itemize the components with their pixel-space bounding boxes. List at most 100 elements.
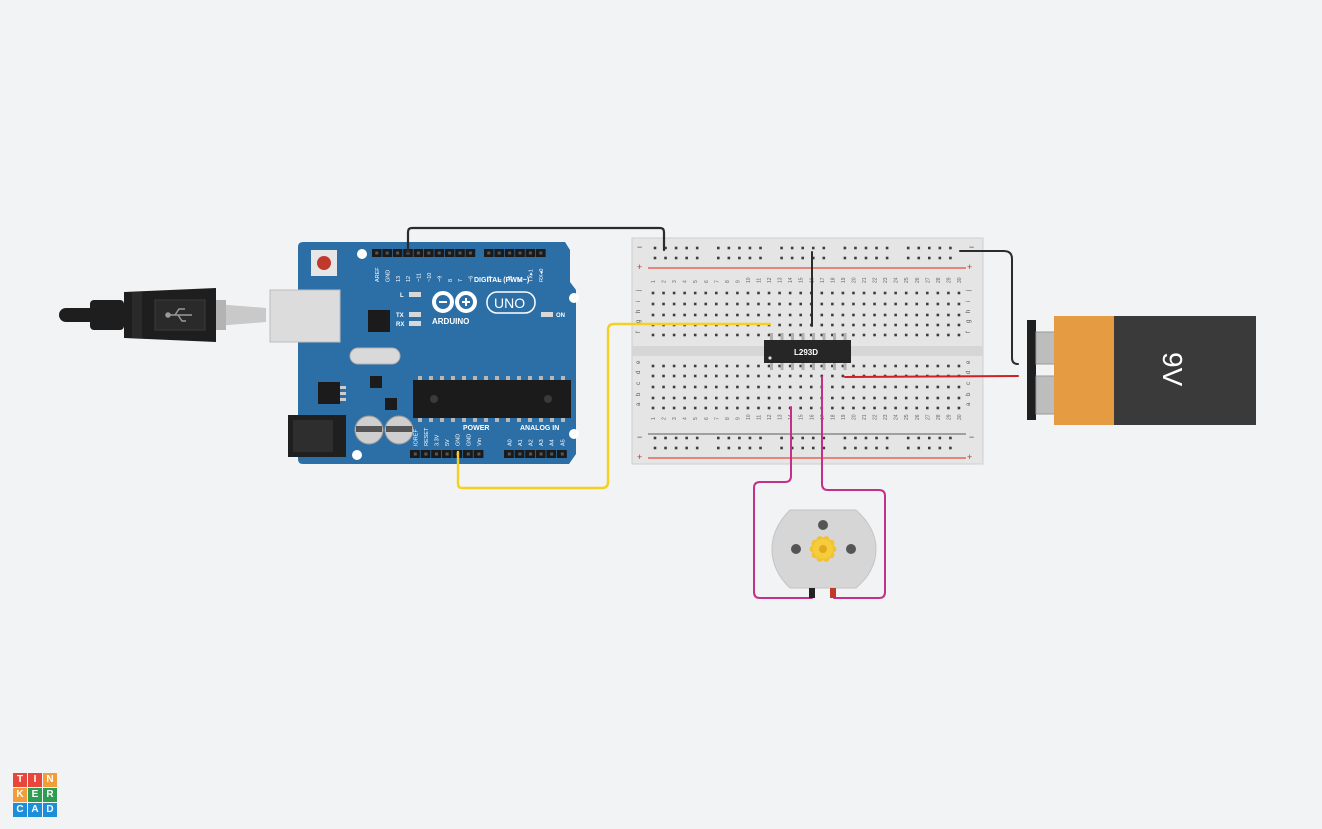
breadboard-hole[interactable] — [936, 364, 940, 368]
breadboard-hole[interactable] — [715, 302, 718, 306]
breadboard-hole[interactable] — [767, 302, 771, 306]
breadboard-hole[interactable] — [704, 385, 708, 389]
breadboard-hole[interactable] — [695, 436, 699, 440]
breadboard-hole[interactable] — [957, 313, 961, 317]
breadboard-hole[interactable] — [862, 364, 866, 368]
breadboard-hole[interactable] — [736, 333, 739, 337]
breadboard-hole[interactable] — [854, 256, 857, 260]
breadboard-hole[interactable] — [693, 313, 697, 317]
breadboard-hole[interactable] — [778, 364, 781, 368]
breadboard-hole[interactable] — [725, 396, 729, 400]
breadboard-hole[interactable] — [928, 246, 931, 250]
breadboard-hole[interactable] — [767, 313, 771, 317]
breadboard-hole[interactable] — [778, 313, 781, 317]
breadboard-hole[interactable] — [875, 256, 878, 260]
breadboard-hole[interactable] — [926, 323, 929, 327]
breadboard-hole[interactable] — [685, 446, 688, 450]
breadboard-hole[interactable] — [662, 313, 665, 317]
breadboard-hole[interactable] — [873, 313, 876, 317]
breadboard-hole[interactable] — [788, 374, 792, 378]
breadboard-hole[interactable] — [852, 385, 855, 389]
breadboard-hole[interactable] — [685, 436, 688, 440]
breadboard-hole[interactable] — [831, 396, 834, 400]
breadboard-hole[interactable] — [841, 396, 845, 400]
breadboard-hole[interactable] — [936, 291, 940, 295]
breadboard-hole[interactable] — [904, 333, 908, 337]
breadboard-hole[interactable] — [820, 313, 824, 317]
breadboard-hole[interactable] — [704, 406, 708, 410]
breadboard-hole[interactable] — [938, 256, 942, 260]
breadboard-hole[interactable] — [949, 246, 952, 250]
breadboard-hole[interactable] — [725, 385, 729, 389]
breadboard-hole[interactable] — [715, 333, 718, 337]
breadboard-hole[interactable] — [883, 302, 887, 306]
breadboard-hole[interactable] — [725, 364, 729, 368]
breadboard-hole[interactable] — [715, 374, 718, 378]
breadboard-hole[interactable] — [875, 436, 878, 440]
breadboard-hole[interactable] — [809, 406, 813, 410]
breadboard-hole[interactable] — [695, 446, 699, 450]
breadboard-hole[interactable] — [651, 313, 655, 317]
breadboard-hole[interactable] — [906, 246, 910, 250]
breadboard-hole[interactable] — [767, 396, 771, 400]
breadboard-hole[interactable] — [894, 323, 897, 327]
breadboard-hole[interactable] — [757, 396, 760, 400]
breadboard-hole[interactable] — [831, 406, 834, 410]
breadboard-hole[interactable] — [917, 436, 921, 440]
breadboard-hole[interactable] — [672, 396, 676, 400]
breadboard-hole[interactable] — [704, 291, 708, 295]
breadboard-hole[interactable] — [746, 396, 750, 400]
breadboard-hole[interactable] — [894, 291, 897, 295]
breadboard-hole[interactable] — [822, 446, 826, 450]
breadboard-hole[interactable] — [885, 246, 889, 250]
breadboard-hole[interactable] — [947, 385, 950, 389]
breadboard-hole[interactable] — [704, 333, 708, 337]
breadboard-hole[interactable] — [873, 385, 876, 389]
breadboard-hole[interactable] — [904, 323, 908, 327]
breadboard-hole[interactable] — [873, 406, 876, 410]
breadboard-hole[interactable] — [957, 385, 961, 389]
breadboard-hole[interactable] — [651, 374, 655, 378]
breadboard-hole[interactable] — [831, 364, 834, 368]
breadboard-hole[interactable] — [683, 302, 686, 306]
breadboard-hole[interactable] — [727, 446, 731, 450]
breadboard-hole[interactable] — [651, 302, 655, 306]
breadboard-hole[interactable] — [727, 246, 731, 250]
breadboard-hole[interactable] — [936, 333, 940, 337]
breadboard-hole[interactable] — [873, 396, 876, 400]
breadboard-hole[interactable] — [957, 291, 961, 295]
breadboard-hole[interactable] — [662, 291, 665, 295]
battery-9v[interactable]: 9V — [1027, 316, 1256, 425]
breadboard-hole[interactable] — [725, 406, 729, 410]
breadboard-hole[interactable] — [820, 323, 824, 327]
breadboard-hole[interactable] — [653, 246, 657, 250]
breadboard-hole[interactable] — [736, 302, 739, 306]
breadboard-hole[interactable] — [841, 291, 845, 295]
breadboard-hole[interactable] — [757, 333, 760, 337]
breadboard-hole[interactable] — [841, 385, 845, 389]
breadboard-hole[interactable] — [767, 291, 771, 295]
breadboard-hole[interactable] — [906, 256, 910, 260]
breadboard-hole[interactable] — [738, 436, 741, 440]
breadboard-hole[interactable] — [809, 396, 813, 400]
breadboard-hole[interactable] — [672, 406, 676, 410]
breadboard-hole[interactable] — [715, 406, 718, 410]
breadboard-hole[interactable] — [672, 333, 676, 337]
breadboard-hole[interactable] — [928, 446, 931, 450]
breadboard-hole[interactable] — [822, 436, 826, 440]
breadboard-hole[interactable] — [862, 291, 866, 295]
breadboard-hole[interactable] — [883, 364, 887, 368]
breadboard-hole[interactable] — [862, 406, 866, 410]
breadboard-hole[interactable] — [672, 385, 676, 389]
breadboard-hole[interactable] — [894, 364, 897, 368]
breadboard-hole[interactable] — [841, 313, 845, 317]
breadboard-hole[interactable] — [757, 374, 760, 378]
breadboard-hole[interactable] — [780, 446, 783, 450]
breadboard-hole[interactable] — [662, 396, 665, 400]
breadboard-hole[interactable] — [704, 364, 708, 368]
breadboard-hole[interactable] — [799, 302, 802, 306]
breadboard-hole[interactable] — [738, 446, 741, 450]
breadboard-hole[interactable] — [683, 364, 686, 368]
breadboard-hole[interactable] — [788, 323, 792, 327]
